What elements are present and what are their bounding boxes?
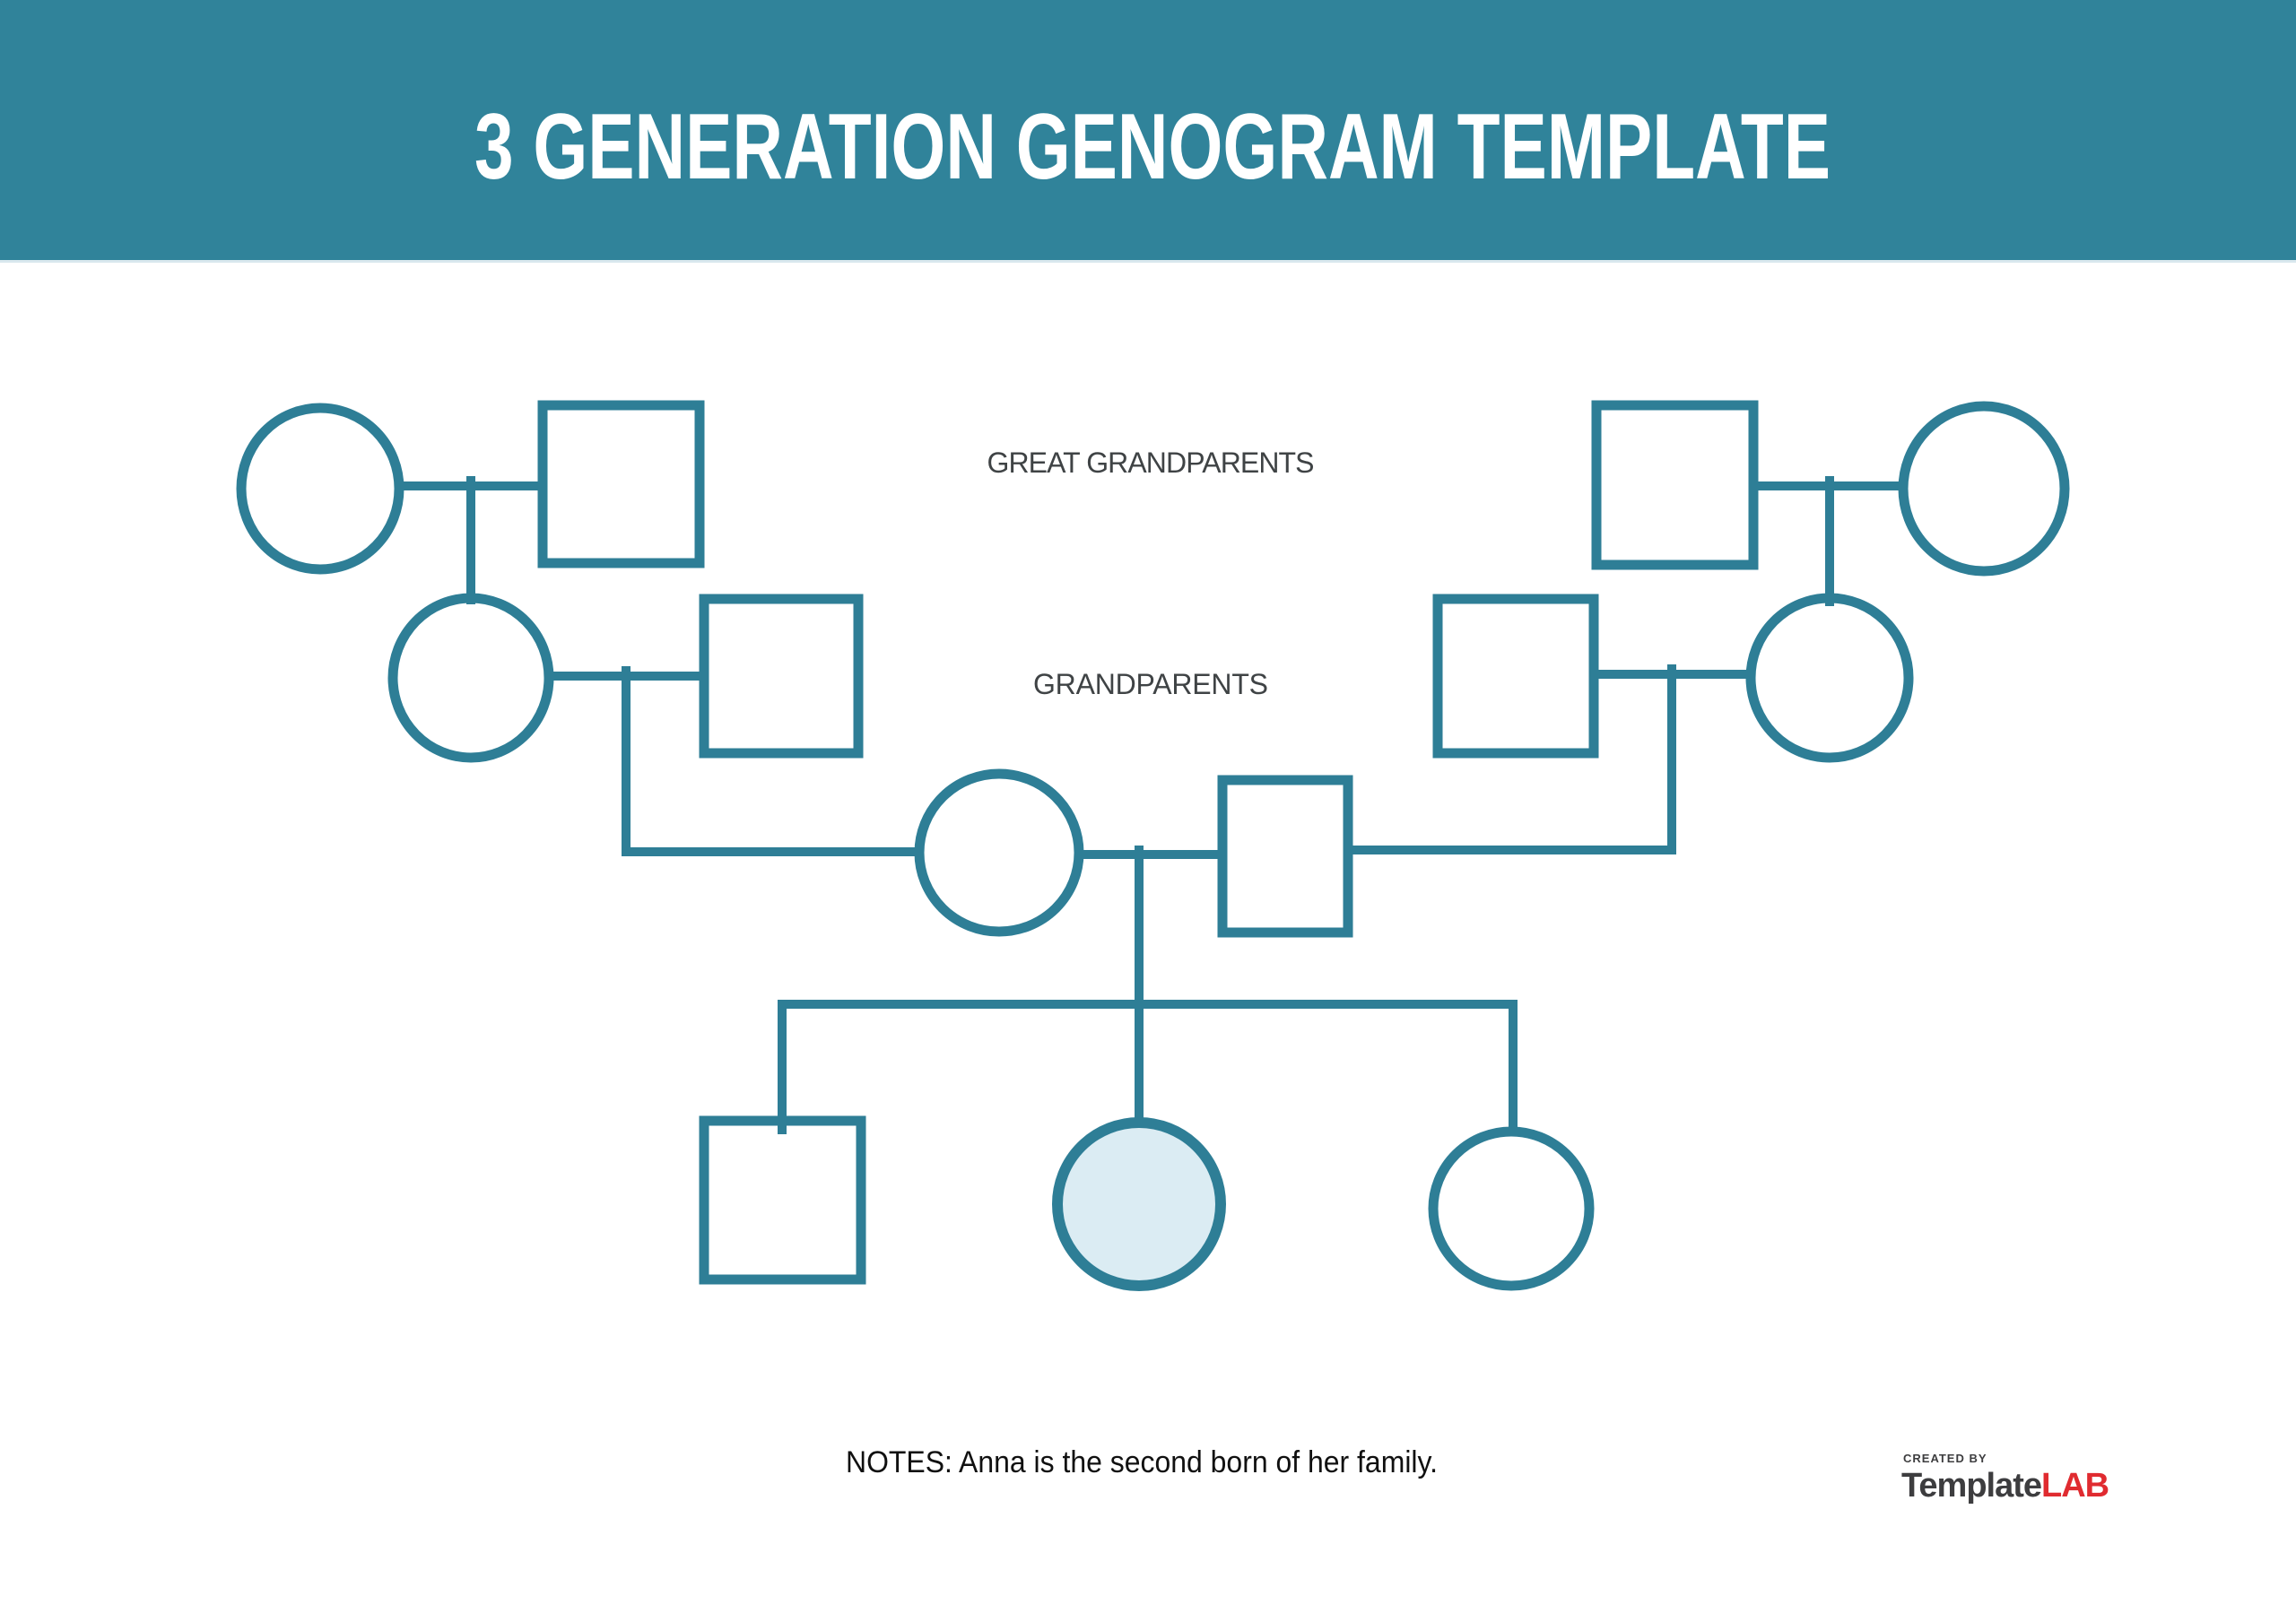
great-grandfather-maternal-square — [537, 400, 705, 568]
grandmother-maternal-circle — [387, 593, 554, 763]
grandfather-maternal-square — [699, 594, 864, 759]
logo-name-accent: LAB — [2041, 1467, 2109, 1505]
page-title: 3 GENERATION GENOGRAM TEMPLATE — [474, 95, 1831, 199]
daughter-circle — [1428, 1126, 1595, 1291]
mother-circle — [914, 768, 1084, 937]
great-grandmother-maternal-circle — [236, 403, 404, 575]
header-band — [0, 0, 2296, 260]
notes-text: NOTES: Anna is the second born of her fa… — [846, 1445, 1438, 1479]
generation-label-grandparents: GRANDPARENTS — [1033, 668, 1268, 700]
header-edge-divider — [0, 260, 2296, 263]
great-grandfather-paternal-square — [1591, 400, 1759, 570]
grandfather-paternal-square — [1432, 594, 1599, 759]
grandmother-paternal-circle — [1745, 593, 1914, 763]
anna-highlighted-circle — [1052, 1117, 1226, 1291]
descent-line-to-mother — [622, 666, 920, 856]
logo-created-by: CREATED BY — [1903, 1452, 1987, 1465]
great-grandmother-paternal-circle — [1898, 401, 2070, 577]
svg-text:TemplateLAB: TemplateLAB — [1901, 1467, 2109, 1505]
son-square — [699, 1115, 866, 1285]
father-square — [1217, 775, 1353, 938]
templatelab-logo: CREATED BY TemplateLAB — [1901, 1452, 2109, 1505]
generation-label-great-grandparents: GREAT GRANDPARENTS — [987, 447, 1315, 479]
descent-line-to-father — [1348, 664, 1676, 854]
sibling-line — [778, 1000, 1518, 1135]
logo-name-primary: Template — [1901, 1467, 2041, 1505]
